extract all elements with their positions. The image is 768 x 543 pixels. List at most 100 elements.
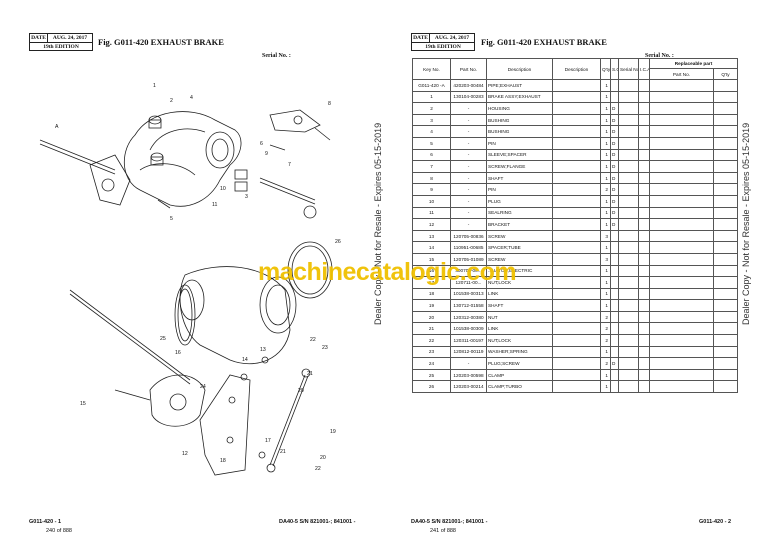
cell-empty — [638, 357, 650, 370]
cell-sc — [610, 334, 619, 347]
cell-sc — [610, 264, 619, 278]
cell-desc: BRACKET — [486, 218, 553, 231]
cell-desc: PLUG;SCREW — [486, 357, 553, 370]
figure-title: Fig. G011-420 EXHAUST BRAKE — [98, 37, 224, 47]
cell-empty — [638, 102, 650, 115]
left-side-notice: Dealer Copy - Not for Resale - Expires 0… — [373, 122, 383, 325]
cell-sc — [610, 380, 619, 394]
cell-empty — [713, 160, 738, 173]
callout-6: 6 — [260, 141, 263, 147]
cell-sc — [610, 229, 619, 243]
cell-desc: WASHER;SPRING — [486, 345, 553, 359]
cell-qty: 1 — [600, 194, 611, 208]
cell-empty — [649, 206, 714, 220]
callout-20b: 20 — [320, 455, 326, 461]
cell-qty: 1 — [600, 276, 611, 289]
cell-empty — [649, 136, 714, 150]
date-label: DATE — [30, 34, 48, 42]
cell-empty — [618, 171, 639, 185]
cell-empty — [638, 125, 650, 138]
cell-sc — [610, 90, 619, 104]
cell-empty — [713, 299, 738, 312]
cell-part: 110951-00685 — [450, 241, 487, 254]
cell-key: 7 — [412, 160, 451, 173]
cell-empty — [638, 160, 650, 173]
cell-empty — [649, 194, 714, 208]
cell-empty — [713, 357, 738, 370]
cell-empty — [638, 264, 650, 278]
cell-part: - — [450, 113, 487, 127]
cell-empty — [713, 113, 738, 127]
cell-desc: SHAFT — [486, 171, 553, 185]
cell-empty — [638, 113, 650, 127]
cell-desc: HOUSING — [486, 102, 553, 115]
cell-empty — [713, 287, 738, 301]
cell-empty — [552, 218, 601, 231]
cell-empty — [649, 102, 714, 115]
cell-sc — [610, 252, 619, 266]
cell-sc — [610, 310, 619, 324]
callout-9: 9 — [265, 151, 268, 157]
cell-empty — [618, 357, 639, 370]
callout-20: 20 — [298, 388, 304, 394]
cell-empty — [552, 357, 601, 370]
cell-empty — [552, 125, 601, 138]
cell-key: 2 — [412, 102, 451, 115]
cell-key: 10 — [412, 194, 451, 208]
cell-empty — [713, 171, 738, 185]
callout-12: 12 — [182, 451, 188, 457]
cell-sc: D — [610, 171, 619, 185]
cell-part: 120812-00119 — [450, 345, 487, 359]
right-footer-page: 241 of 888 — [430, 528, 456, 534]
parts-table: Key No. Part No. Description Description… — [412, 58, 738, 394]
callout-14: 14 — [242, 357, 248, 363]
cell-sc: D — [610, 206, 619, 220]
cell-sc — [610, 299, 619, 312]
cell-empty — [638, 322, 650, 336]
cell-empty — [618, 148, 639, 162]
cell-empty — [618, 206, 639, 220]
cell-empty — [618, 229, 639, 243]
left-footer-page: 240 of 888 — [46, 528, 72, 534]
cell-empty — [713, 206, 738, 220]
cell-empty — [552, 299, 601, 312]
edition-label: 19th EDITION — [425, 44, 461, 50]
cell-empty — [618, 79, 639, 92]
cell-empty — [618, 218, 639, 231]
callout-23: 23 — [322, 345, 328, 351]
cell-empty — [618, 160, 639, 173]
cell-empty — [649, 183, 714, 196]
cell-qty: 1 — [600, 218, 611, 231]
callout-16: 16 — [175, 350, 181, 356]
cell-empty — [713, 252, 738, 266]
col-ica: I.C.A — [638, 58, 650, 80]
cell-sc: D — [610, 183, 619, 196]
cell-part: 101538-00309 — [450, 322, 487, 336]
cell-qty: 2 — [600, 310, 611, 324]
cell-empty — [618, 299, 639, 312]
cell-desc: CLAMP;TURBO — [486, 380, 553, 394]
cell-empty — [552, 264, 601, 278]
cell-sc — [610, 322, 619, 336]
cell-empty — [649, 125, 714, 138]
cell-empty — [618, 345, 639, 359]
cell-empty — [649, 148, 714, 162]
cell-part: - — [450, 183, 487, 196]
callout-8: 8 — [328, 101, 331, 107]
callout-22b: 22 — [315, 466, 321, 472]
callout-22: 22 — [310, 337, 316, 343]
cell-empty — [552, 160, 601, 173]
callout-4: 4 — [190, 95, 193, 101]
right-footer-model: DA40-5 S/N 821001-; 841001 - — [411, 519, 488, 525]
cell-empty — [638, 310, 650, 324]
callout-18: 18 — [220, 458, 226, 464]
cell-qty: 1 — [600, 287, 611, 301]
